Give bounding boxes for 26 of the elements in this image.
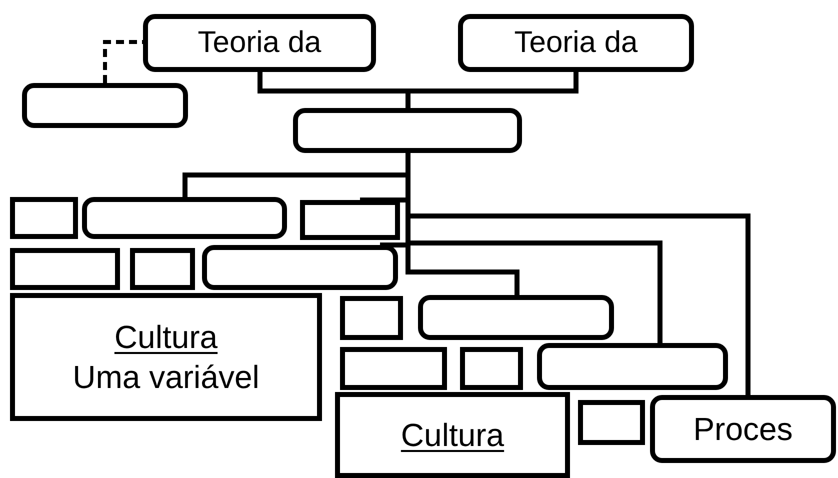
- empty-box: [300, 200, 400, 240]
- empty-box: [22, 83, 188, 128]
- box-text: Teoria da: [514, 25, 638, 62]
- heading-text: Cultura: [400, 416, 504, 455]
- empty-box: [10, 248, 120, 290]
- empty-box: [10, 197, 78, 239]
- rounded-box: [458, 14, 694, 72]
- box-text: Teoria da: [198, 25, 322, 62]
- rounded-box: [143, 14, 376, 72]
- text-box: [10, 293, 322, 421]
- text-box: [335, 392, 570, 478]
- empty-box: [130, 248, 195, 290]
- empty-box: [293, 108, 522, 153]
- empty-box: [340, 347, 447, 390]
- empty-box: [82, 197, 287, 239]
- box-text: Proces: [693, 410, 793, 449]
- rounded-box: [650, 395, 836, 463]
- heading-text: Cultura: [114, 318, 218, 357]
- empty-box: [537, 343, 728, 390]
- empty-box: [340, 296, 403, 340]
- empty-box: [460, 347, 523, 390]
- empty-box: [202, 245, 398, 290]
- connector-line: [103, 40, 143, 83]
- empty-box: [578, 400, 645, 445]
- box-text: Uma variável: [72, 358, 260, 397]
- empty-box: [418, 295, 614, 340]
